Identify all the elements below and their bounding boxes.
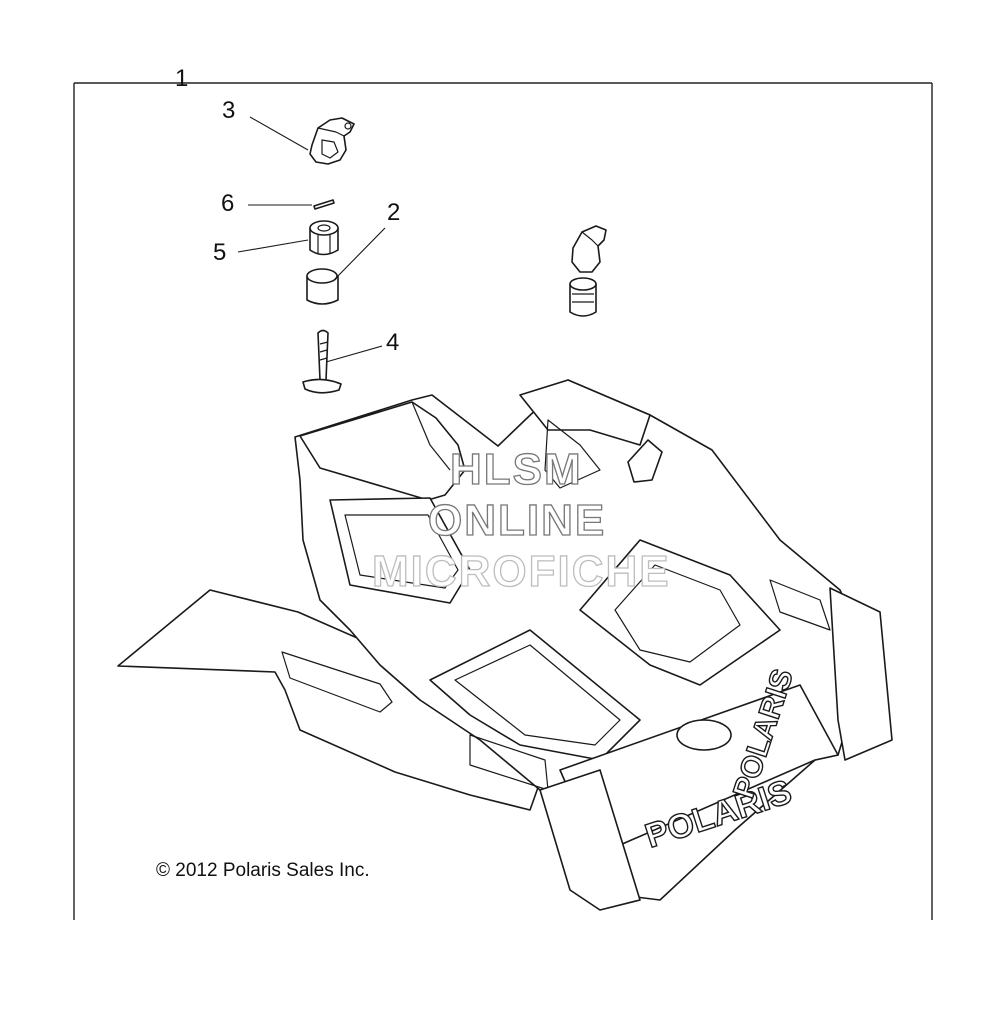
callout-4: 4 [386, 329, 399, 356]
part-2-spacer [306, 268, 339, 305]
leader-5 [237, 239, 309, 253]
assembly-frame [73, 82, 933, 920]
part-5-grommet [309, 220, 339, 256]
leader-3 [249, 116, 309, 151]
callout-6: 6 [221, 190, 234, 217]
watermark-line-3: MICROFICHE [372, 547, 671, 596]
callout-1: 1 [175, 65, 188, 92]
leader-2 [333, 227, 386, 281]
callout-2: 2 [387, 199, 400, 226]
assembled-latch [569, 225, 607, 317]
watermark-line-1: HLSM [450, 445, 583, 494]
part-3-latch [309, 117, 355, 165]
copyright-notice: © 2012 Polaris Sales Inc. [156, 860, 370, 881]
callout-3: 3 [222, 97, 235, 124]
watermark-line-2: ONLINE [428, 496, 606, 545]
callout-5: 5 [213, 239, 226, 266]
watermark: HLSM ONLINE MICROFICHE [371, 444, 671, 596]
part-1-storage-rack [117, 379, 893, 911]
leader-4 [325, 345, 383, 363]
part-6-pin [313, 199, 335, 210]
part-4-bolt [302, 329, 342, 394]
